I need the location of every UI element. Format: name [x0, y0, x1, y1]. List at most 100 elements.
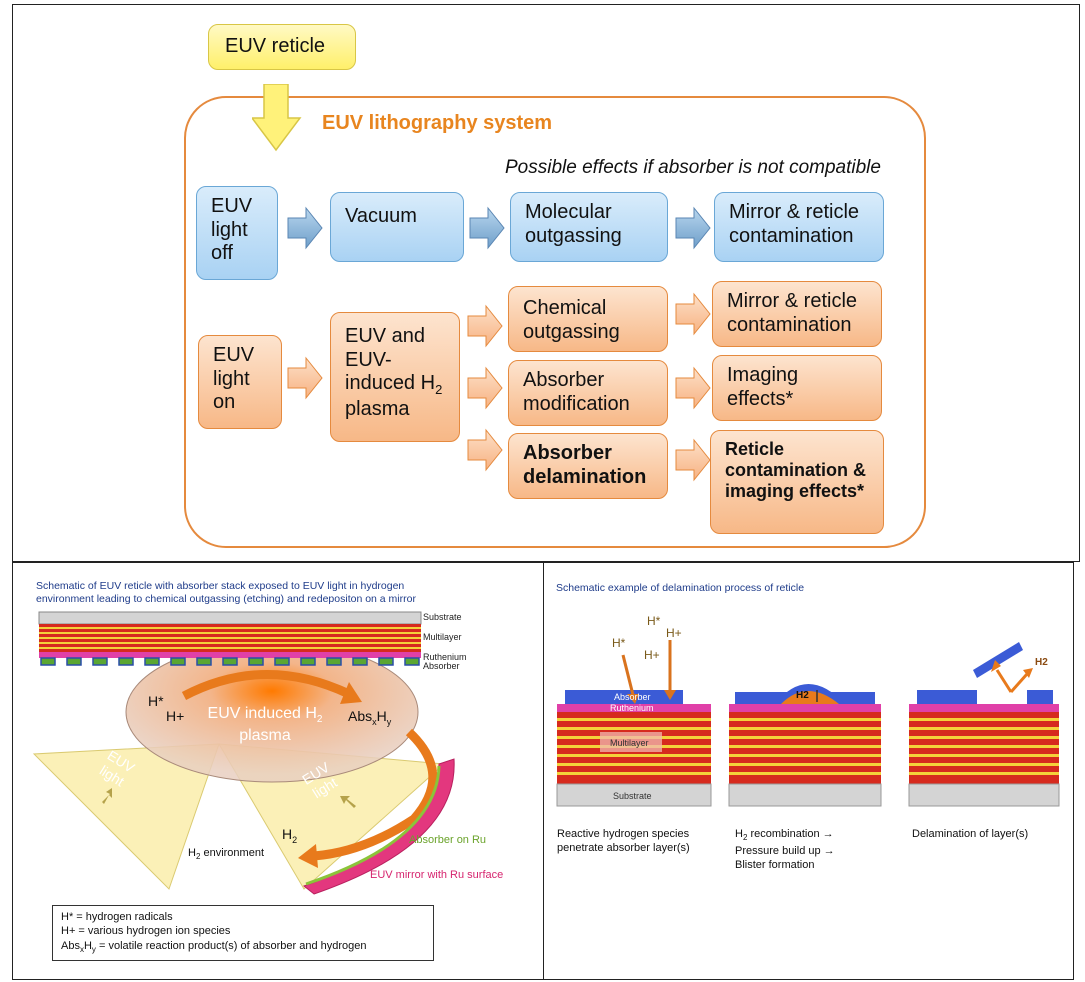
- molecular-label: Molecular outgassing: [525, 201, 622, 247]
- absorber-modification-box: Absorber modification: [508, 360, 668, 426]
- cap2-line1: H2 recombination →: [735, 827, 835, 844]
- molecular-outgassing-box: Molecular outgassing: [510, 192, 668, 262]
- legend3-y: y: [91, 944, 96, 954]
- h2-sub: 2: [292, 834, 298, 845]
- label-hplus: H+: [166, 708, 185, 724]
- right-title: Schematic example of delamination proces…: [556, 582, 805, 594]
- r-label-substrate: Substrate: [613, 791, 652, 801]
- absorber-mod-label: Absorber modification: [523, 369, 630, 415]
- blue-arrow-2: [469, 206, 505, 250]
- left-title-1: Schematic of EUV reticle with absorber s…: [36, 580, 405, 592]
- h2-a: H: [282, 826, 293, 842]
- plasma-sub: 2: [435, 382, 443, 398]
- lithography-system-frame: [184, 96, 926, 548]
- plasma-label-2: plasma: [239, 727, 291, 745]
- reticle-substrate: [38, 611, 422, 625]
- euv-arrow-left: [102, 788, 112, 804]
- absxhy-a: Abs: [348, 708, 373, 724]
- caption-stage-3: Delamination of layer(s): [912, 828, 1029, 840]
- h2-plasma-box: EUV and EUV-induced H2 plasma: [330, 312, 460, 442]
- delamination-label: Absorber delamination: [523, 442, 647, 488]
- mirror-contamination-box-1: Mirror & reticle contamination: [714, 192, 884, 262]
- cap2-a: H: [735, 828, 743, 840]
- plasma-label-b: plasma: [345, 397, 410, 420]
- imaging-effects-box: Imaging effects*: [712, 355, 882, 421]
- reticle-effects-box: Reticle contamination & imaging effects*: [710, 430, 884, 534]
- legend3-h: H: [83, 939, 92, 952]
- cap2-c: Pressure build up →: [735, 844, 835, 857]
- right-schematic: [556, 640, 1060, 807]
- redeposit-arrow: [313, 728, 438, 861]
- r-label-h2-blister: H2: [796, 690, 809, 701]
- imaging-label: Imaging effects*: [727, 364, 799, 410]
- r-hstar-2: H*: [647, 614, 661, 628]
- label-substrate: Substrate: [423, 612, 462, 622]
- euv-reticle-label: EUV reticle: [225, 35, 326, 57]
- light-on-box: EUV light on: [198, 335, 282, 429]
- absxhy-y: y: [386, 716, 392, 727]
- label-h2-environment: H2 environment: [188, 847, 264, 861]
- light-on-label: EUV light on: [213, 344, 255, 414]
- label-absxhy: AbsxHy: [348, 708, 391, 727]
- reticle-absorber: [40, 657, 420, 666]
- legend-line-3: AbsxHy = volatile reaction product(s) of…: [61, 939, 425, 956]
- chemical-label: Chemical outgassing: [523, 297, 620, 343]
- cap2-d: Blister formation: [735, 858, 815, 871]
- plasma-arrow-top-head: [340, 682, 362, 704]
- label-h2: H2: [282, 826, 297, 845]
- absorber-delamination-box: Absorber delamination: [508, 433, 668, 499]
- stage-1: [556, 640, 712, 807]
- cap1-a: Reactive hydrogen species: [557, 828, 690, 840]
- caption-stage-1: Reactive hydrogen species penetrate abso…: [557, 827, 690, 856]
- legend-line-1: H* = hydrogen radicals: [61, 911, 173, 923]
- euv-arrow-right: [340, 796, 356, 808]
- system-title: EUV lithography system: [322, 112, 553, 134]
- redeposit-arrow-head: [298, 844, 318, 868]
- label-euv-mirror: EUV mirror with Ru surface: [370, 869, 504, 881]
- label-multilayer: Multilayer: [423, 632, 462, 642]
- vacuum-box: Vacuum: [330, 192, 464, 262]
- r-hplus-2: H+: [644, 648, 660, 662]
- plasma-label-1: EUV induced H: [207, 705, 317, 722]
- mirror1-label: Mirror & reticle contamination: [729, 201, 860, 247]
- caption-stage-2: H2 recombination → Pressure build up → B…: [735, 827, 835, 872]
- absxhy-x: x: [372, 716, 377, 727]
- absxhy-h: H: [376, 708, 387, 724]
- label-hstar: H*: [148, 693, 164, 709]
- cap2-sub: 2: [742, 833, 748, 843]
- euv-reticle-box: EUV reticle: [208, 24, 356, 70]
- flow-arrows: [287, 206, 711, 482]
- h2env-a: H: [188, 847, 196, 859]
- r-label-absorber: Absorber: [614, 692, 651, 702]
- blue-arrow-3: [675, 206, 711, 250]
- left-schematic: [32, 611, 455, 895]
- legend3-a: Abs: [61, 939, 80, 952]
- plasma-label: EUV and EUV-induced H: [345, 325, 436, 395]
- left-title-2: environment leading to chemical outgassi…: [36, 593, 416, 605]
- mirror-contamination-box-2: Mirror & reticle contamination: [712, 281, 882, 347]
- h2env-b: environment: [200, 847, 264, 859]
- vacuum-label: Vacuum: [345, 205, 417, 227]
- light-off-box: EUV light off: [196, 186, 278, 280]
- reticle-down-arrow: [252, 84, 302, 152]
- cap1-b: penetrate absorber layer(s): [557, 842, 690, 855]
- chemical-outgassing-box: Chemical outgassing: [508, 286, 668, 352]
- stage-2: [728, 684, 882, 807]
- label-absorber: Absorber: [423, 661, 460, 671]
- legend3-b: = volatile reaction product(s) of absorb…: [95, 939, 367, 952]
- light-off-label: EUV light off: [211, 195, 253, 265]
- legend-line-2: H+ = various hydrogen ion species: [61, 925, 231, 938]
- h2env-sub: 2: [195, 852, 201, 862]
- plasma-arrow-top: [181, 670, 351, 700]
- orange-arrow-delam-2: [675, 438, 711, 482]
- orange-arrow-chem: [467, 304, 503, 348]
- orange-arrow-on: [287, 356, 323, 400]
- label-ruthenium: Ruthenium: [423, 652, 467, 662]
- orange-arrow-mod: [467, 366, 503, 410]
- blue-arrow-1: [287, 206, 323, 250]
- stage-3: [908, 642, 1060, 807]
- reticle-ruthenium: [39, 652, 421, 658]
- label-plasma: EUV induced H2 plasma: [200, 704, 330, 745]
- orange-arrow-chem-2: [675, 292, 711, 336]
- cap2-b: recombination →: [747, 828, 834, 840]
